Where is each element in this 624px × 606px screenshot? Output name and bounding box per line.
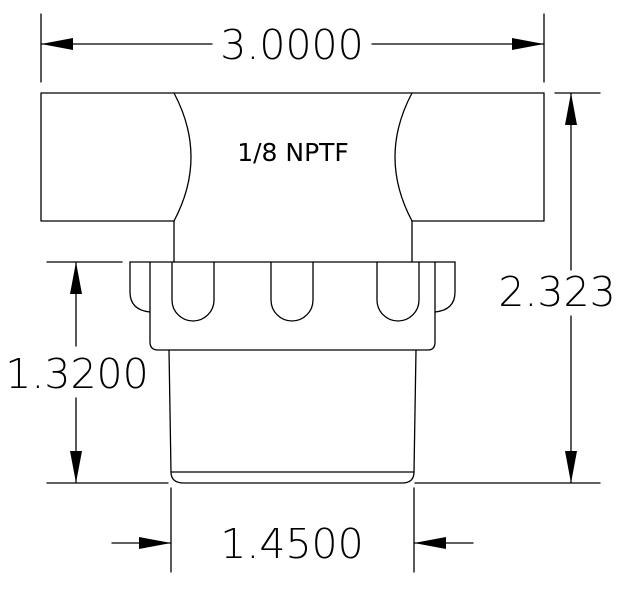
arrowhead-right: [512, 38, 544, 50]
collar-flute-3: [376, 261, 420, 322]
neck: [173, 220, 413, 263]
collar-flute-1: [171, 261, 215, 322]
arrowhead-top: [565, 93, 577, 125]
arrowhead-left: [41, 38, 73, 50]
arrowhead-bottom: [565, 451, 577, 483]
upper-body-right-wing: [411, 92, 545, 222]
upper-body-right-curve: [394, 92, 413, 222]
arrowhead-bottom: [70, 451, 82, 483]
dimension-overall-width: 3.0000: [40, 13, 545, 83]
dimension-lower-height: 1.3200: [5, 261, 169, 484]
upper-body-left-wing: [40, 92, 175, 222]
collar-lower-band: [149, 311, 436, 351]
upper-body-left-curve: [173, 92, 192, 222]
knurled-collar: [129, 261, 456, 351]
stem-bottom: [170, 471, 415, 484]
lower-stem: [168, 349, 417, 484]
stem-right-edge: [413, 349, 417, 473]
dimension-overall-height: 2.323: [414, 92, 616, 484]
arrowhead-top: [70, 262, 82, 294]
dimension-base-width: 1.4500: [111, 487, 474, 573]
collar-outer-left-grip: [129, 261, 151, 313]
dimension-text-lower-height: 1.3200: [5, 350, 148, 398]
dimension-text-base-width: 1.4500: [220, 520, 363, 568]
collar-outer-right-grip: [434, 261, 456, 313]
stem-left-edge: [168, 349, 172, 473]
upper-body: 1/8 NPTF: [40, 92, 545, 222]
arrowhead-left: [139, 537, 171, 549]
dimension-text-overall-width: 3.0000: [220, 21, 363, 69]
arrowhead-right: [414, 537, 446, 549]
dimension-text-overall-height: 2.323: [498, 268, 615, 316]
collar-flute-2: [270, 261, 314, 322]
part-label: 1/8 NPTF: [237, 138, 349, 167]
